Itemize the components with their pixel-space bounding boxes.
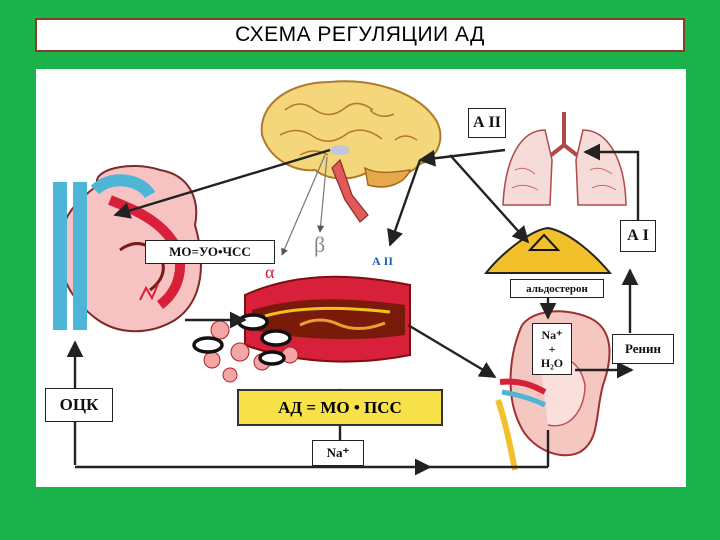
a1-label: А I xyxy=(620,220,656,252)
aldosterone-label: альдостерон xyxy=(510,279,604,298)
lungs-illustration xyxy=(502,112,627,206)
renin-label: Ренин xyxy=(612,334,674,364)
mo-formula-label: МО=УО•ЧСС xyxy=(145,240,275,264)
na-water-label: Na⁺ + H₂O xyxy=(532,323,572,375)
page-title: СХЕМА РЕГУЛЯЦИИ АД xyxy=(235,23,485,46)
connectors xyxy=(66,143,640,476)
a2-lung-label: А II xyxy=(468,108,506,138)
ad-formula-text: АД = МО • ПСС xyxy=(278,397,402,417)
title-box: СХЕМА РЕГУЛЯЦИИ АД xyxy=(35,18,685,52)
adrenal-illustration xyxy=(483,226,613,274)
vessel-illustration xyxy=(192,275,411,383)
a2-vessel-label: А II xyxy=(372,254,394,268)
na-label: Na⁺ xyxy=(541,328,563,342)
water-label: H₂O xyxy=(540,356,564,370)
ad-formula-box: АД = МО • ПСС xyxy=(237,389,443,426)
na-bottom-label: Na⁺ xyxy=(312,440,364,466)
alpha-label: α xyxy=(265,262,275,282)
plus-label: + xyxy=(548,342,556,356)
brain-illustration xyxy=(260,80,442,223)
ock-label: ОЦК xyxy=(45,388,113,422)
beta-label: β xyxy=(314,232,326,257)
